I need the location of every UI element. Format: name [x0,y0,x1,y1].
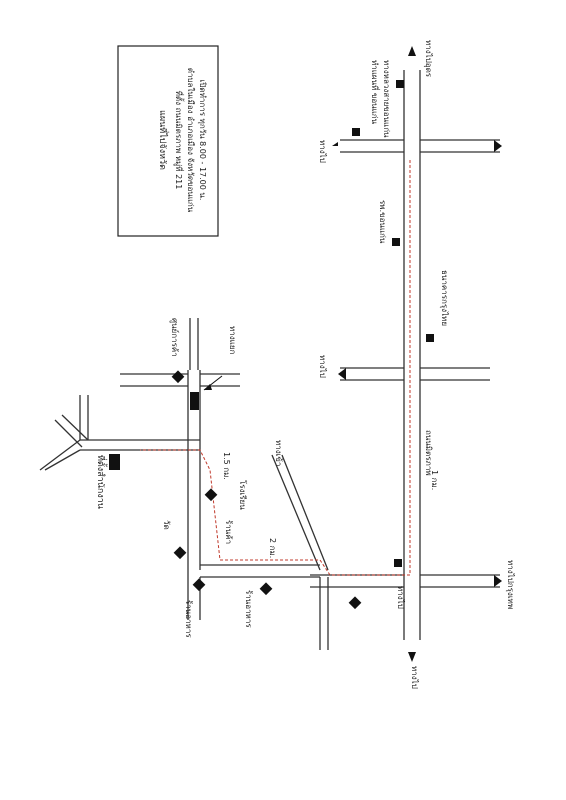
landmark-mosque [171,370,185,384]
label-bottom-cross: ทางไป [396,586,405,609]
title-line3: เปิดทำการ ทุกวัน 8.00 - 17.00 น. [198,80,207,201]
route-path [140,160,411,576]
title-line1: ที่ตั้ง ถนนมิตรภาพ หมู่ที่ 211 [173,91,185,190]
label-hotel-top-sub: ทำแผนที่ ขอนแก่น [370,60,381,125]
title-line2: ตำบลในเมือง อำเภอเมือง จังหวัดขอนแก่น [186,68,195,213]
landmark-bottom-shop [348,596,362,610]
label-cross-ne: ทางเข้า [274,440,283,466]
label-north-top: ทางไปอุดร [424,40,433,78]
label-bank-mid: ธนาคารกรุงไทย [440,270,449,326]
label-road-mid: ถนนมิตรภาพ [424,430,433,476]
label-north-lower: ทางไป [318,355,327,378]
label-hotel-top: ทางหลวงสายขอนแก่น [382,60,391,138]
landmark-school [204,488,218,502]
landmarks [109,80,434,610]
landmark-tv-station [392,238,400,246]
landmark-shop [192,578,206,592]
landmark-junction [190,392,199,410]
landmark-north [352,128,360,136]
label-km-b: 1 กม. [430,470,439,490]
label-km-c: 2 กม. [268,538,277,558]
landmark-restaurant [259,582,273,596]
landmark-temple [173,546,187,560]
label-bottom-arrow: ทางไป [410,666,419,689]
label-temple: วัด [162,520,171,530]
label-bottom-right: ทางไปกรุงเทพ [506,560,515,609]
label-main-target: ที่ตั้งสำนักงาน [95,455,108,509]
title-heading: แผนที่ไปจังหวัด [157,110,170,170]
left-streets [39,318,329,650]
road-arrows [332,46,502,662]
main-target-marker [109,454,120,470]
landmark-bottom-right [394,559,402,567]
main-highway [403,70,421,640]
landmark-hotel-top [396,80,404,88]
landmark-bank [426,334,434,342]
label-arrow-note: ทางแยก [228,326,237,355]
label-tv-station: รพ.ขอนแก่น [378,200,387,244]
label-market: ศูนย์การค้า [169,318,180,357]
label-km-a: 1.5 กม. [222,452,231,480]
label-shop-lower: ร้านอาหาร [184,600,193,638]
junction-pointer-icon [203,375,223,391]
label-shop-bottom: ร้านอาหาร [244,590,253,628]
label-school-a: โรงเรียน [238,480,248,510]
label-north-mid: ทางไป [318,140,327,163]
map-labels: ทางหลวงสายขอนแก่น ทำแผนที่ ขอนแก่น ทางไป… [95,40,515,689]
label-school-b: ร้านค้า [224,520,233,544]
title-box: แผนที่ไปจังหวัด ที่ตั้ง ถนนมิตรภาพ หมู่ท… [117,45,219,237]
cross-roads [310,139,500,588]
